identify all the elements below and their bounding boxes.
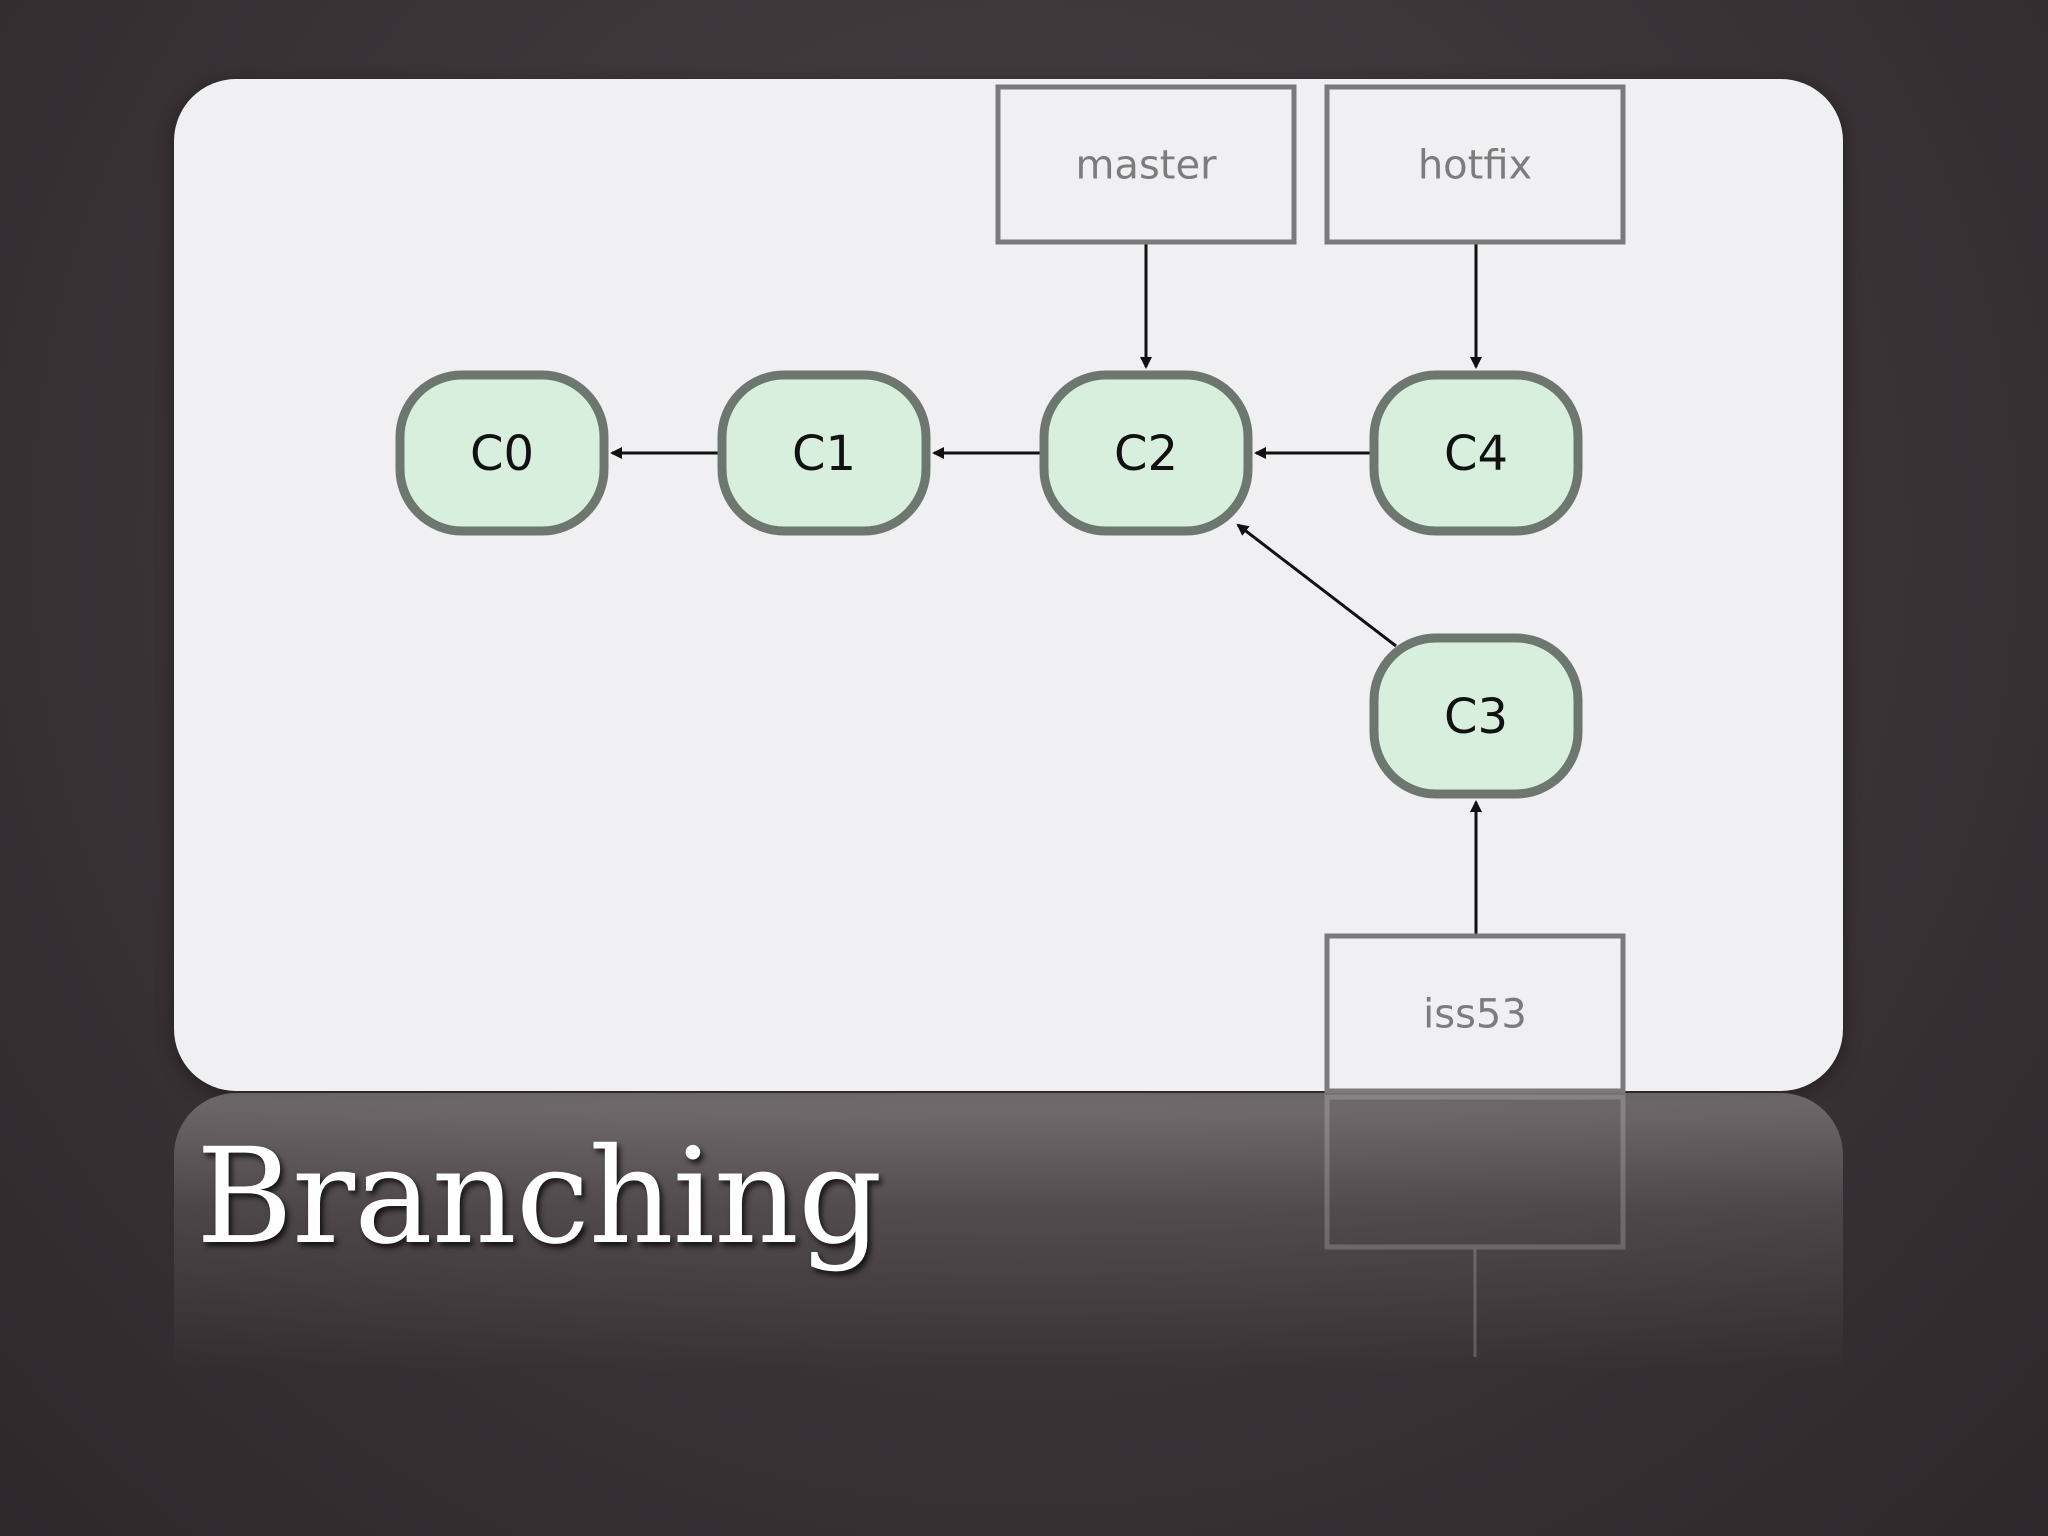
links-layer (610, 242, 1482, 936)
commit-label-c3: C3 (1444, 689, 1508, 745)
parent-link-c3-c2 (1236, 523, 1397, 648)
diagram-panel (174, 79, 1843, 1091)
commit-node-c1 (717, 370, 931, 536)
commit-node-c3 (1369, 633, 1583, 799)
branches-layer: master hotfix iss53 (995, 84, 1626, 1094)
commit-node-c4 (1369, 370, 1583, 536)
commit-c4: C4 (1369, 370, 1583, 536)
branch-label-hotfix: hotfix (1418, 143, 1532, 189)
branch-box-hotfix (1324, 84, 1626, 245)
commit-label-c4: C4 (1444, 426, 1508, 482)
reflection-box-iss53 (1324, 1094, 1626, 1250)
commit-c1: C1 (717, 370, 931, 536)
commit-c3: C3 (1369, 633, 1583, 799)
slide-title: Branching (196, 1120, 882, 1274)
commit-c2: C2 (1039, 370, 1253, 536)
branch-hotfix: hotfix (1324, 84, 1626, 245)
commit-node-c2 (1039, 370, 1253, 536)
commit-node-c0 (395, 370, 609, 536)
commit-label-c0: C0 (470, 426, 534, 482)
commit-label-c1: C1 (792, 426, 856, 482)
branch-iss53: iss53 (1324, 933, 1626, 1094)
commit-c0: C0 (395, 370, 609, 536)
branch-label-master: master (1075, 143, 1217, 189)
branch-label-iss53: iss53 (1423, 992, 1527, 1038)
branch-master: master (995, 84, 1297, 245)
branch-box-master (995, 84, 1297, 245)
commit-label-c2: C2 (1114, 426, 1178, 482)
branch-box-iss53 (1324, 933, 1626, 1094)
panel-reflection (174, 1093, 1843, 1423)
reflection-layer (1324, 1094, 1626, 1357)
